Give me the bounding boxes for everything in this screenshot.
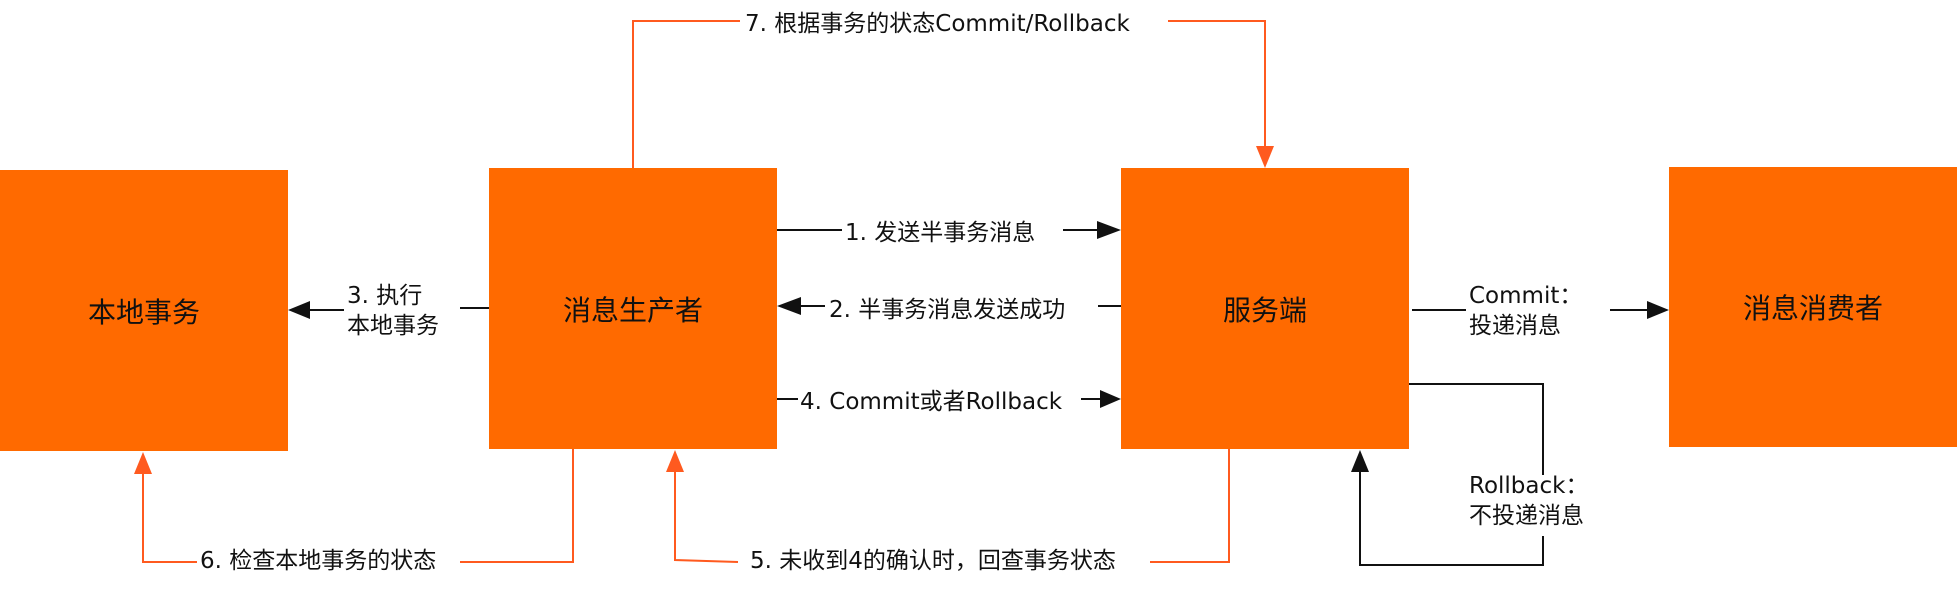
step-1-label: 1. 发送半事务消息: [845, 220, 1036, 246]
message-producer-box: 消息生产者: [489, 168, 777, 449]
commit-arrow: [1412, 301, 1669, 319]
step-6-arrow: [134, 449, 574, 563]
rollback-loop: [1351, 383, 1544, 566]
rollback-label-line1: Rollback：: [1469, 473, 1589, 499]
step-7-label: 7. 根据事务的状态Commit/Rollback: [745, 11, 1130, 37]
step-4-label: 4. Commit或者Rollback: [800, 389, 1063, 415]
step-3-label-line2: 本地事务: [347, 313, 439, 339]
step-5-arrow: [666, 449, 1230, 563]
rollback-label-line2: 不投递消息: [1469, 503, 1584, 529]
step-2-arrow: [777, 297, 1121, 315]
server-box: 服务端: [1121, 168, 1409, 449]
message-consumer-label: 消息消费者: [1742, 292, 1883, 325]
step-3-label-line1: 3. 执行: [347, 283, 423, 309]
message-consumer-box: 消息消费者: [1669, 167, 1957, 447]
commit-label-line1: Commit：: [1469, 283, 1583, 309]
step-2-label: 2. 半事务消息发送成功: [829, 297, 1066, 323]
local-transaction-box: 本地事务: [0, 170, 288, 451]
step-5-label: 5. 未收到4的确认时，回查事务状态: [750, 548, 1116, 574]
local-transaction-label: 本地事务: [87, 295, 200, 329]
step-3-arrow: [288, 301, 489, 319]
step-6-label: 6. 检查本地事务的状态: [200, 548, 437, 574]
step-1-arrow: [777, 221, 1121, 239]
message-producer-label: 消息生产者: [562, 293, 703, 327]
server-label: 服务端: [1222, 293, 1307, 327]
step-7-arrow: [632, 20, 1274, 168]
step-4-arrow: [777, 390, 1121, 408]
commit-label-line2: 投递消息: [1469, 313, 1561, 339]
